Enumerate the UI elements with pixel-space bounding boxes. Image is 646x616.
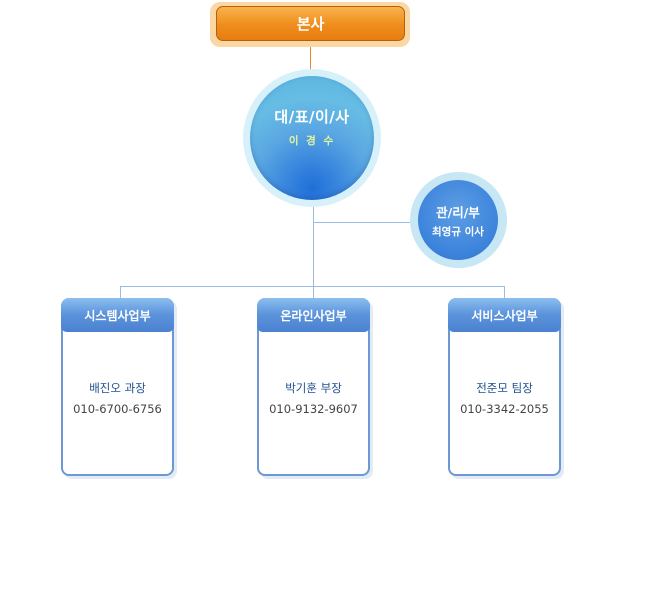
dept3-connector (504, 286, 505, 298)
mgmt-branch-connector (313, 222, 410, 223)
department-phone: 010-9132-9607 (269, 402, 358, 416)
hq-label: 본사 (296, 15, 325, 33)
department-contact-name: 박기훈 부장 (285, 381, 342, 395)
ceo-node: 대/표/이/사 이 경 수 (250, 76, 374, 200)
department-title: 서비스사업부 (471, 308, 538, 323)
hq-box: 본사 (216, 6, 405, 41)
department-title: 온라인사업부 (280, 308, 347, 323)
department-contact-name: 배진오 과장 (89, 381, 146, 395)
management-title: 관/리/부 (436, 204, 480, 220)
dept-horizontal-connector (120, 286, 505, 287)
department-card-service: 서비스사업부 전준모 팀장 010-3342-2055 (448, 298, 561, 476)
department-header: 온라인사업부 (257, 298, 370, 332)
department-contact-name: 전준모 팀장 (476, 381, 533, 395)
dept1-connector (120, 286, 121, 298)
department-phone: 010-6700-6756 (73, 402, 162, 416)
department-card-system: 시스템사업부 배진오 과장 010-6700-6756 (61, 298, 174, 476)
management-node: 관/리/부 최영규 이사 (418, 180, 498, 260)
department-title: 시스템사업부 (84, 308, 151, 323)
ceo-title: 대/표/이/사 (274, 108, 350, 126)
department-card-online: 온라인사업부 박기훈 부장 010-9132-9607 (257, 298, 370, 476)
management-name: 최영규 이사 (432, 225, 484, 238)
dept2-connector (313, 286, 314, 298)
department-header: 시스템사업부 (61, 298, 174, 332)
department-header: 서비스사업부 (448, 298, 561, 332)
ceo-trunk-connector (313, 200, 314, 286)
hq-ceo-connector (310, 47, 311, 69)
department-phone: 010-3342-2055 (460, 402, 549, 416)
ceo-name: 이 경 수 (288, 135, 336, 147)
